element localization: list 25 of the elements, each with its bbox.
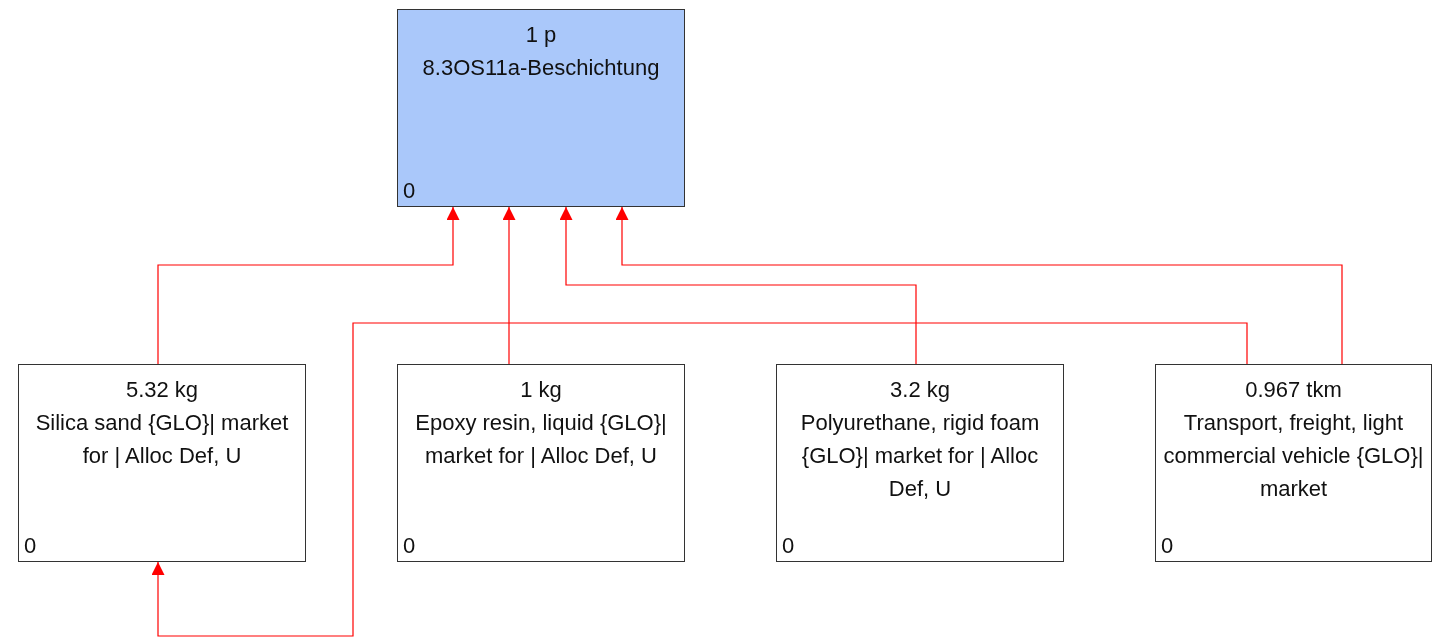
process-box (1155, 364, 1432, 562)
connector-arrow (615, 206, 1343, 365)
connector-arrow (502, 206, 516, 365)
connector-arrow (157, 206, 460, 365)
node-value: 0 (403, 533, 416, 559)
node-value: 0 (403, 178, 416, 204)
process-name: Polyurethane, rigid foam {GLO}| market for | Alloc Def, U (799, 409, 1041, 503)
node-value: 0 (782, 533, 795, 559)
amount-text: 0.967 tkm (1244, 376, 1343, 404)
node-value: 0 (1161, 533, 1174, 559)
amount-text: 5.32 kg (124, 376, 200, 404)
process-name: Silica sand {GLO}| market for | Alloc Def, U (34, 409, 290, 470)
connector-arrow (559, 206, 917, 365)
process-box (18, 364, 306, 562)
process-name: Epoxy resin, liquid {GLO}| market for | Alloc Def, U (414, 409, 668, 470)
process-box (776, 364, 1064, 562)
amount-text: 3.2 kg (889, 376, 951, 404)
process-name: Transport, freight, light commercial vehicle {GLO}| market (1162, 409, 1425, 503)
node-value: 0 (24, 533, 37, 559)
process-box (397, 364, 685, 562)
product-box (397, 9, 685, 207)
connector-arrow (151, 322, 1248, 637)
process-name: 8.3OS11a-Beschichtung (421, 54, 661, 82)
amount-text: 1 p (524, 21, 558, 49)
amount-text: 1 kg (519, 376, 563, 404)
